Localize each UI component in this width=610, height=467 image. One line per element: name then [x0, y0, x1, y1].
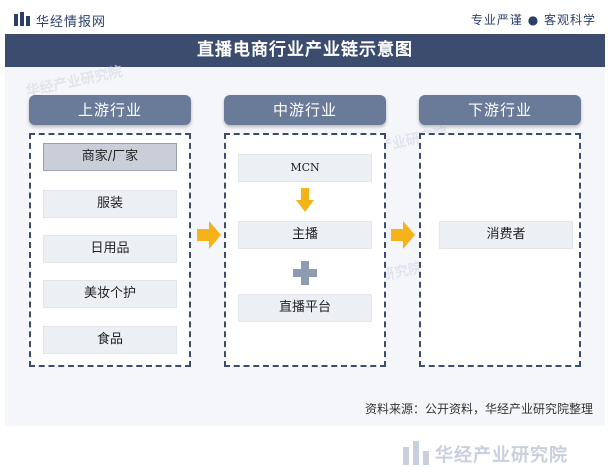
- upstream-item-food: 食品: [43, 326, 177, 354]
- source-note: 资料来源：公开资料，华经产业研究院整理: [364, 402, 593, 416]
- watermark-logo-text: 华经产业研究院: [435, 445, 568, 466]
- brand-name: 华经情报网: [36, 15, 107, 30]
- arrow-right-icon: [197, 221, 221, 249]
- midstream-box: MCN 主播 直播平台: [224, 133, 386, 367]
- midstream-item-anchor: 主播: [238, 221, 372, 249]
- upstream-box: 商家/厂家 服装 日用品 美妆个护 食品: [29, 133, 191, 367]
- diagram-title: 直播电商行业产业链示意图: [5, 34, 605, 67]
- top-bar: 华经情报网 专业严谨 ● 客观科学: [0, 0, 610, 34]
- upstream-item-clothing: 服装: [43, 190, 177, 218]
- upstream-item-merchant: 商家/厂家: [43, 143, 177, 171]
- arrow-right-icon: [391, 221, 415, 249]
- arrow-down-icon: [296, 188, 314, 212]
- upstream-item-cosmetics: 美妆个护: [43, 280, 177, 308]
- midstream-item-platform: 直播平台: [238, 294, 372, 322]
- downstream-header: 下游行业: [419, 95, 581, 125]
- watermark-logo: 华经产业研究院: [403, 439, 593, 467]
- downstream-box: 消费者: [419, 133, 581, 367]
- midstream-header: 中游行业: [224, 95, 386, 125]
- diagram-canvas: 华经产业研究院 华经产业研究院 华经产业研究院 华经产业研究院 华经产业研究院 …: [5, 64, 605, 466]
- downstream-item-consumer: 消费者: [439, 221, 573, 249]
- upstream-header: 上游行业: [29, 95, 191, 125]
- logo-icon: [14, 12, 30, 26]
- upstream-item-daily-goods: 日用品: [43, 235, 177, 263]
- midstream-item-mcn: MCN: [238, 154, 372, 182]
- slogan: 专业严谨 ● 客观科学: [470, 13, 596, 27]
- plus-icon: [293, 261, 317, 285]
- logo-icon: [403, 441, 429, 465]
